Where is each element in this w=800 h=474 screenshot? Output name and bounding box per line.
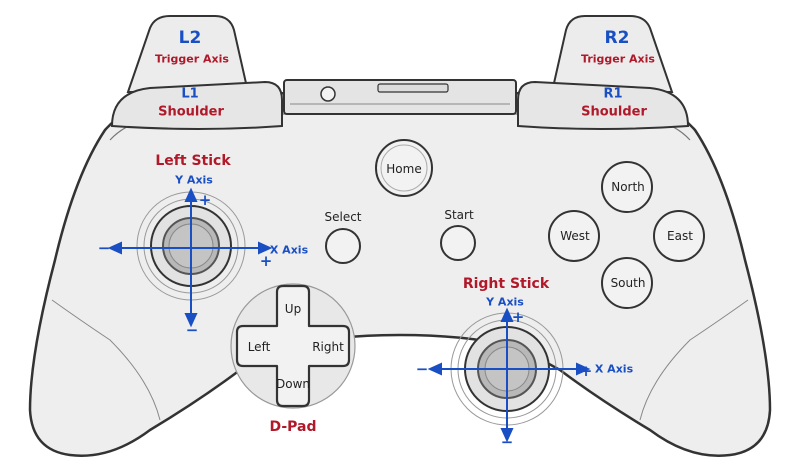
left-stick-x-minus: − bbox=[97, 239, 111, 257]
left-stick-x-axis: X Axis bbox=[269, 243, 309, 257]
right-stick-title: Right Stick bbox=[462, 276, 550, 292]
right-stick-axes bbox=[427, 307, 591, 443]
indicator-light bbox=[320, 86, 336, 102]
r2-trigger[interactable] bbox=[550, 15, 674, 93]
north-label: North bbox=[611, 180, 645, 194]
right-stick-x-axis: X Axis bbox=[594, 362, 634, 376]
r2-label: R2 bbox=[604, 28, 630, 48]
left-stick-y-plus: + bbox=[198, 191, 212, 209]
left-stick-y-axis: Y Axis bbox=[175, 173, 213, 187]
start-label: Start bbox=[444, 208, 474, 222]
west-button[interactable] bbox=[548, 210, 600, 262]
dpad-right-label: Right bbox=[312, 340, 344, 354]
r1-shoulder[interactable] bbox=[517, 80, 690, 130]
dpad-down-label: Down bbox=[275, 377, 311, 391]
l2-label: L2 bbox=[178, 28, 202, 48]
l1-desc: Shoulder bbox=[158, 104, 224, 120]
dpad-up-label: Up bbox=[284, 302, 302, 316]
south-button[interactable] bbox=[601, 257, 653, 309]
usb-port bbox=[377, 83, 449, 93]
south-label: South bbox=[610, 276, 646, 290]
right-stick-x-minus: − bbox=[415, 360, 429, 378]
right-stick-x-plus: + bbox=[579, 362, 593, 380]
dpad-left-label: Left bbox=[247, 340, 271, 354]
select-label: Select bbox=[324, 210, 362, 224]
l2-trigger[interactable] bbox=[126, 15, 250, 93]
west-label: West bbox=[560, 229, 590, 243]
east-button[interactable] bbox=[653, 210, 705, 262]
start-button[interactable] bbox=[440, 225, 476, 261]
home-label: Home bbox=[386, 162, 422, 176]
left-stick-x-plus: + bbox=[259, 252, 273, 270]
r1-label: R1 bbox=[603, 86, 623, 102]
north-button[interactable] bbox=[601, 161, 653, 213]
l2-desc: Trigger Axis bbox=[155, 52, 229, 66]
east-label: East bbox=[667, 229, 693, 243]
body-lower-contour-left bbox=[51, 299, 161, 421]
dpad-title: D-Pad bbox=[269, 419, 317, 435]
right-stick-y-axis: Y Axis bbox=[486, 295, 524, 309]
r1-desc: Shoulder bbox=[581, 104, 647, 120]
right-stick-y-plus: + bbox=[511, 308, 525, 326]
right-stick-y-minus: − bbox=[500, 433, 514, 451]
body-lower-contour-right bbox=[639, 299, 749, 421]
left-stick-title: Left Stick bbox=[155, 153, 231, 169]
center-top-panel bbox=[283, 79, 517, 115]
home-button[interactable] bbox=[375, 139, 433, 197]
left-stick-axes bbox=[107, 187, 273, 328]
left-stick-y-minus: − bbox=[185, 321, 199, 339]
r2-desc: Trigger Axis bbox=[581, 52, 655, 66]
l1-shoulder[interactable] bbox=[110, 80, 283, 130]
select-button[interactable] bbox=[325, 228, 361, 264]
dpad-cross bbox=[235, 284, 351, 408]
l1-label: L1 bbox=[181, 86, 199, 102]
